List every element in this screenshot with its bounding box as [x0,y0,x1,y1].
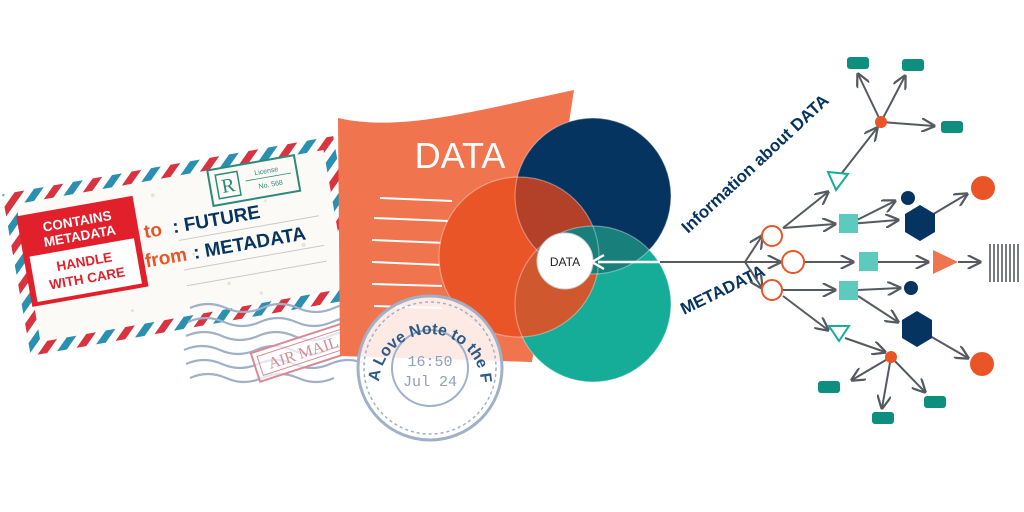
dot-node [901,191,915,205]
dot-node [904,281,918,295]
pill-node [924,396,946,408]
document-title: DATA [415,135,506,176]
hub-node [875,116,887,128]
triangle-node [826,170,850,192]
barcode-icon [989,244,1019,282]
pill-node [902,59,924,71]
metadata-network [744,74,980,408]
orange-circle-node [971,176,995,200]
pill-node [941,121,963,133]
square-node [839,281,858,300]
handle-with-care-label: CONTAINS METADATA HANDLE WITH CARE [16,195,149,307]
registered-letter: R [220,174,238,198]
hub-node [885,351,897,363]
venn-diagram: DATA [438,117,672,383]
square-node [839,214,858,233]
arrow-left-icon [589,253,745,271]
address-lines [178,215,327,287]
square-node [859,252,878,271]
license-label: License [254,166,279,177]
open-circle-node [761,279,783,301]
envelope: CONTAINS METADATA HANDLE WITH CARE to : … [2,136,362,356]
license-number: No. 568 [258,180,283,191]
metadata-label: METADATA [677,261,768,318]
pill-node [847,57,869,69]
to-prefix: to [142,219,163,243]
information-label: Information about DATA [678,91,833,237]
pill-node [872,412,894,424]
network-nodes [761,57,995,424]
open-circle-node [781,250,805,274]
postmark-date: Jul 24 [403,374,457,391]
venn-center-label: DATA [550,255,580,269]
open-circle-node [761,225,783,247]
hexagon-node [905,205,935,241]
postmark-time: 16:50 [407,354,452,371]
airmail-stamp: AIR MAIL [249,321,357,383]
triangle-node [827,325,851,343]
orange-triangle-node [933,250,958,274]
pill-node [818,381,840,393]
registered-stamp: R License No. 568 [206,154,302,208]
orange-circle-node [970,352,994,376]
hexagon-node [902,311,932,347]
